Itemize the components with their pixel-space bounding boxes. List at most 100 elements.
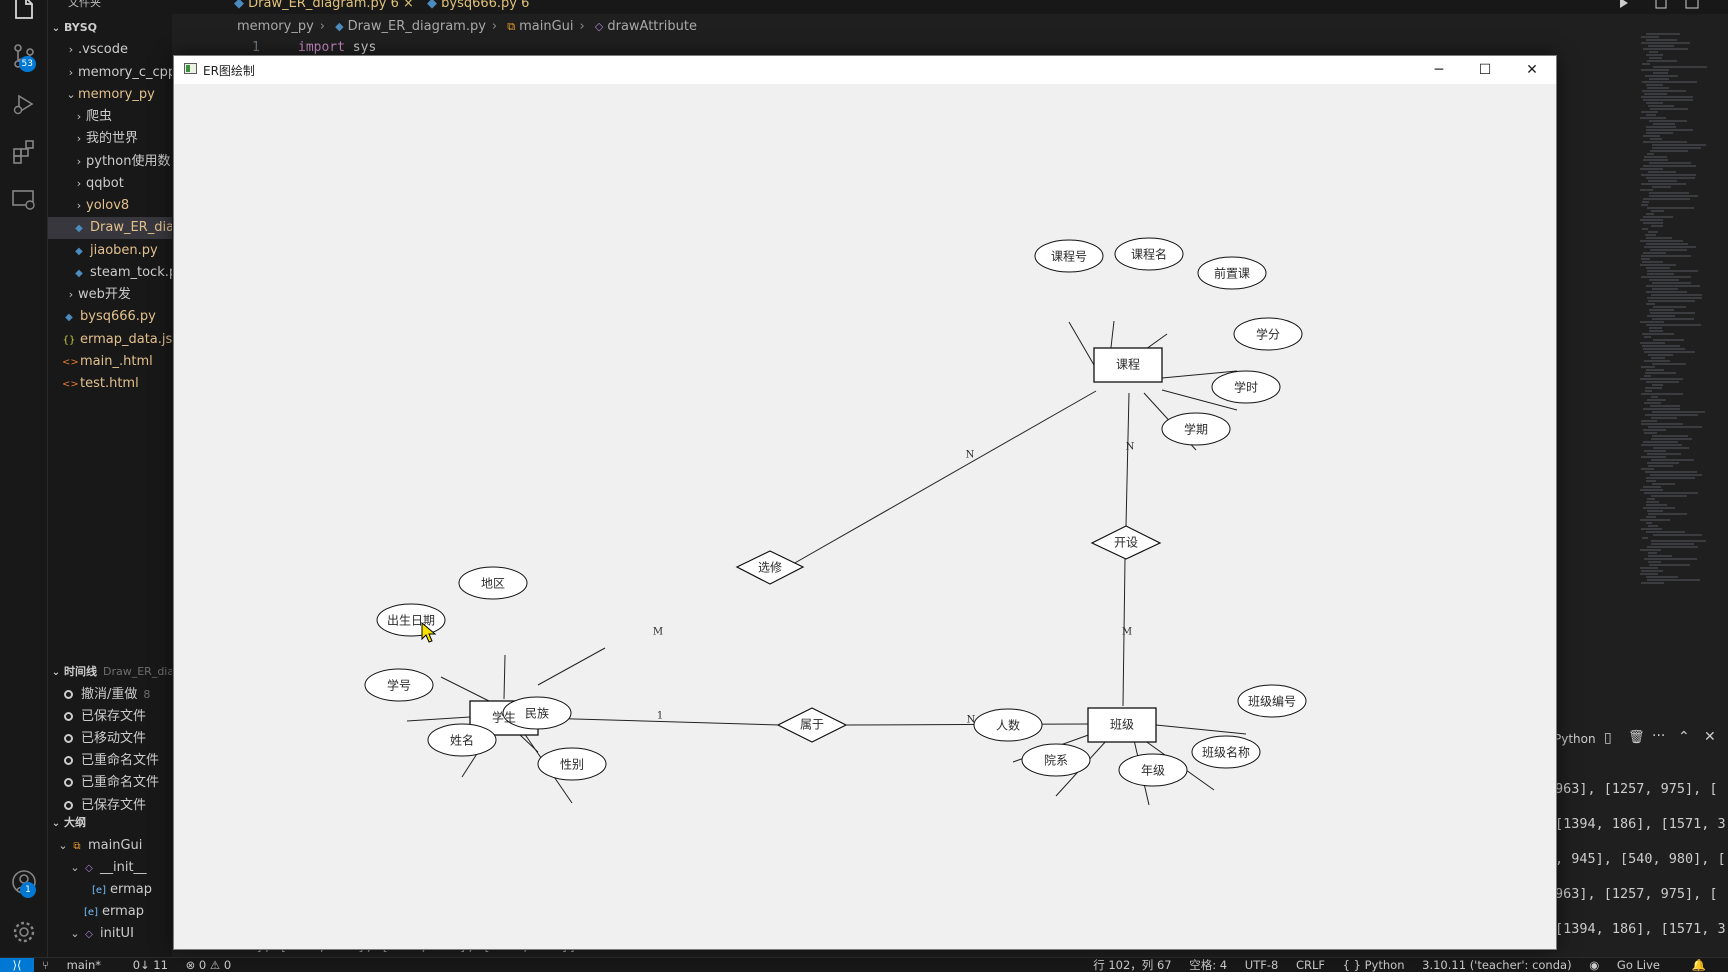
extensions-icon[interactable]	[10, 138, 38, 166]
entity-course[interactable]	[1093, 347, 1163, 383]
timeline-item[interactable]: 已重命名文件	[48, 750, 172, 772]
maximize-panel-icon[interactable]: ⌃	[1678, 729, 1690, 745]
attr-label: 班级名称	[1202, 745, 1250, 760]
attr-course-term[interactable]	[1161, 412, 1231, 446]
tree-file-ermap-data-json[interactable]: {}ermap_data.json	[48, 329, 172, 351]
breadcrumb-method[interactable]: drawAttribute	[607, 19, 697, 34]
attr-course-prereq[interactable]	[1197, 256, 1267, 290]
interpreter[interactable]: 3.10.11 ('teacher': conda)	[1422, 958, 1572, 972]
encoding[interactable]: UTF-8	[1244, 958, 1279, 972]
sync-status[interactable]: 0↓ 11	[132, 958, 168, 972]
attr-course-name[interactable]	[1114, 237, 1184, 271]
attr-class-grade[interactable]	[1118, 753, 1188, 787]
attr-class-id[interactable]	[1237, 684, 1307, 718]
attr-course-hours[interactable]	[1211, 370, 1281, 404]
er-canvas[interactable]: 课程 学生 班级 选修 开设 属于 课程号 课程名 前置课 学分 学时 学期 地…	[174, 84, 1556, 949]
close-icon[interactable]: ×	[403, 0, 414, 11]
attr-label: 人数	[996, 718, 1020, 733]
branch-status[interactable]: ⑂ main*	[42, 958, 102, 972]
relationship-elective[interactable]	[735, 550, 805, 585]
relationship-belong[interactable]	[776, 707, 848, 743]
attr-label: 学时	[1234, 380, 1258, 395]
tree-folder-memory-c-cpp[interactable]: ›memory_c_cpp	[68, 65, 172, 80]
tree-file-main-html[interactable]: <>main_.html	[48, 351, 172, 373]
attr-class-department[interactable]	[1021, 743, 1091, 777]
tab-bar: ◆ Draw_ER_diagram.py 6 × ◆ bysq666.py 6	[172, 0, 1728, 14]
attr-student-ethnicity[interactable]	[502, 696, 572, 730]
language-mode[interactable]: { } Python	[1342, 958, 1405, 972]
tree-folder-web-dev[interactable]: ›web开发	[68, 287, 131, 302]
indentation[interactable]: 空格: 4	[1189, 958, 1228, 972]
attr-course-id[interactable]	[1034, 239, 1104, 273]
timeline-item[interactable]: 已保存文件	[48, 795, 172, 817]
breadcrumb-file[interactable]: Draw_ER_diagram.py	[347, 19, 486, 34]
minimap[interactable]	[1636, 30, 1728, 590]
close-panel-icon[interactable]: ✕	[1704, 729, 1716, 745]
er-titlebar[interactable]: ER图绘制 ─ ☐ ✕	[174, 56, 1556, 84]
breadcrumb-class[interactable]: mainGui	[519, 19, 574, 34]
tree-folder-minecraft[interactable]: ›我的世界	[76, 131, 139, 146]
account-icon[interactable]: 1	[10, 868, 38, 898]
outline-item-maingui[interactable]: ⌄⧉mainGui	[48, 835, 172, 857]
tree-folder-memory-py[interactable]: ⌄memory_py	[66, 87, 155, 102]
tree-folder-python-usage[interactable]: ›python使用数	[76, 154, 171, 169]
trash-icon[interactable]: 🗑	[1628, 730, 1645, 745]
tree-folder-qqbot[interactable]: ›qqbot	[76, 176, 124, 191]
relationship-offer[interactable]	[1090, 525, 1162, 560]
tree-file-bysq666[interactable]: ◆bysq666.py	[48, 306, 172, 328]
tree-file-jiaoben[interactable]: ◆jiaoben.py	[48, 240, 172, 262]
tree-folder-crawler[interactable]: ›爬虫	[76, 109, 113, 124]
problems-status[interactable]: ⊗ 0 ⚠ 0	[185, 958, 232, 972]
tree-file-draw-er-diagram[interactable]: ◆Draw_ER_diag	[48, 217, 172, 239]
outline-item-init[interactable]: ⌄◇__init__	[48, 857, 172, 879]
timeline-item[interactable]: 已保存文件	[48, 706, 172, 728]
timeline-dot-icon	[64, 756, 73, 765]
tree-folder-vscode[interactable]: ›.vscode	[68, 42, 128, 57]
line-endings[interactable]: CRLF	[1295, 958, 1326, 972]
attr-course-credit[interactable]	[1233, 317, 1303, 351]
outline-item-ermap[interactable]: [e]ermap	[48, 901, 172, 923]
timeline-item[interactable]: 已移动文件	[48, 728, 172, 750]
settings-gear-icon[interactable]	[10, 918, 38, 946]
editor-actions[interactable]	[1612, 0, 1722, 10]
go-live-button[interactable]: ◉ Go Live	[1589, 958, 1661, 972]
split-terminal-icon[interactable]: ▯	[1604, 730, 1612, 746]
python-file-icon: ◆	[335, 20, 344, 33]
maximize-button[interactable]: ☐	[1478, 62, 1492, 78]
entity-class[interactable]	[1087, 707, 1157, 743]
outline-item-initui[interactable]: ⌄◇initUI	[48, 923, 172, 945]
attr-student-gender[interactable]	[537, 747, 607, 781]
tab-draw-er-diagram[interactable]: ◆ Draw_ER_diagram.py 6 ×	[234, 0, 414, 14]
variable-icon: [e]	[92, 885, 106, 896]
remote-indicator-icon[interactable]: ⟩⟨	[0, 958, 34, 972]
bell-icon[interactable]: 🔔	[1691, 958, 1706, 972]
source-control-icon[interactable]: 53	[10, 42, 38, 72]
close-button[interactable]: ✕	[1526, 62, 1538, 78]
tab-bysq666[interactable]: ◆ bysq666.py 6	[427, 0, 529, 14]
run-debug-icon[interactable]	[10, 90, 38, 118]
tree-folder-yolov8[interactable]: ›yolov8	[76, 198, 130, 213]
more-icon[interactable]: ···	[1652, 728, 1666, 744]
explorer-icon[interactable]	[10, 0, 38, 22]
attr-student-name[interactable]	[427, 723, 497, 757]
remote-explorer-icon[interactable]	[10, 186, 38, 214]
tree-file-steam-tock[interactable]: ◆steam_tock.py	[48, 262, 172, 284]
attr-class-name[interactable]	[1191, 735, 1261, 769]
terminal-label[interactable]: Python	[1554, 732, 1596, 746]
cursor-position[interactable]: 行 102，列 67	[1093, 958, 1172, 972]
attr-student-id[interactable]	[364, 668, 434, 702]
breadcrumb-folder[interactable]: memory_py	[237, 19, 314, 34]
timeline-item[interactable]: 已重命名文件	[48, 772, 172, 794]
outline-section[interactable]: ⌄大纲	[51, 816, 86, 829]
tree-file-test-html[interactable]: <>test.html	[48, 373, 172, 395]
python-file-icon: ◆	[234, 0, 244, 11]
attr-label: 课程名	[1131, 247, 1167, 262]
workspace-root[interactable]: ⌄BYSQ	[51, 21, 98, 34]
outline-item-ermap[interactable]: [e]ermap	[48, 879, 172, 901]
minimize-button[interactable]: ─	[1434, 62, 1444, 78]
attr-class-size[interactable]	[973, 708, 1043, 742]
attr-student-region[interactable]	[458, 566, 528, 600]
cardinality-label: 1	[657, 711, 663, 722]
